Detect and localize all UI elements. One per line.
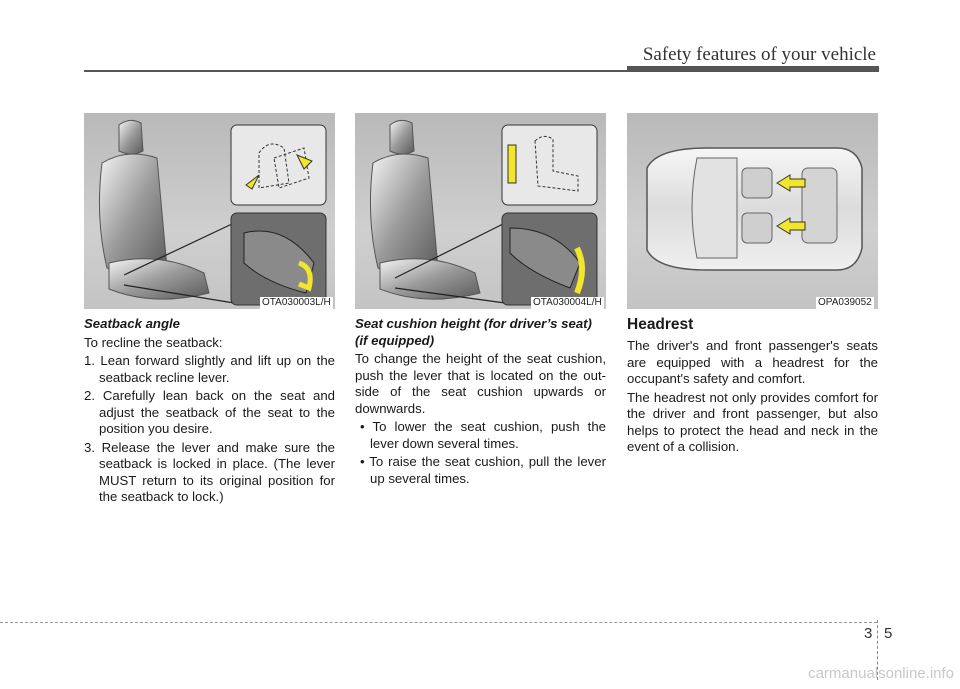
cushion-height-illustration — [355, 113, 606, 309]
header-rule-accent — [627, 66, 879, 72]
seat-recline-drawing — [98, 119, 327, 306]
seatback-recline-illustration — [84, 113, 335, 309]
chapter-number: 3 — [864, 625, 873, 642]
section-heading: Headrest — [627, 316, 694, 333]
watermark: carmanualsonline.info — [808, 665, 954, 682]
bullet-list: • To lower the seat cushion, push the le… — [355, 419, 606, 487]
headrest-section: Headrest The driver's and front passenge… — [627, 316, 878, 458]
header-title: Safety features of your vehicle — [642, 44, 876, 65]
paragraph: The driver's and front passenger's seats… — [627, 338, 878, 386]
list-item: • To lower the seat cushion, push the le… — [360, 419, 606, 451]
footer-rule — [0, 622, 877, 623]
section-intro: To recline the seatback: — [84, 334, 223, 350]
seat-cushion-height-section: Seat cushion height (for driver’s seat) … — [355, 316, 606, 489]
list-item: • To raise the seat cushion, pull the le… — [360, 454, 606, 486]
vehicle-top-view-drawing — [646, 147, 863, 271]
page-number-divider — [877, 620, 878, 680]
section-heading: Seatback angle — [84, 316, 181, 331]
paragraph: The headrest not only provides comfort f… — [627, 389, 878, 455]
headrest-location-illustration — [627, 113, 878, 309]
list-item: 1. Lean forward slightly and lift up on … — [84, 353, 335, 385]
section-intro: To change the height of the seat cushion… — [355, 351, 606, 416]
figure-code: OPA039052 — [816, 297, 874, 309]
seatback-angle-section: Seatback angle To recline the seatback: … — [84, 316, 335, 508]
list-item: 3. Release the lever and make sure the s… — [84, 439, 335, 505]
list-item: 2. Carefully lean back on the seat and a… — [84, 388, 335, 436]
section-heading: Seat cushion height (for driver’s seat) … — [355, 316, 592, 348]
seat-height-drawing — [369, 119, 598, 306]
header-rule — [84, 70, 879, 72]
figure-code: OTA030003L/H — [260, 297, 333, 309]
steps-list: 1. Lean forward slightly and lift up on … — [84, 353, 335, 506]
figure-code: OTA030004L/H — [531, 297, 604, 309]
page-number: 5 — [884, 625, 893, 642]
